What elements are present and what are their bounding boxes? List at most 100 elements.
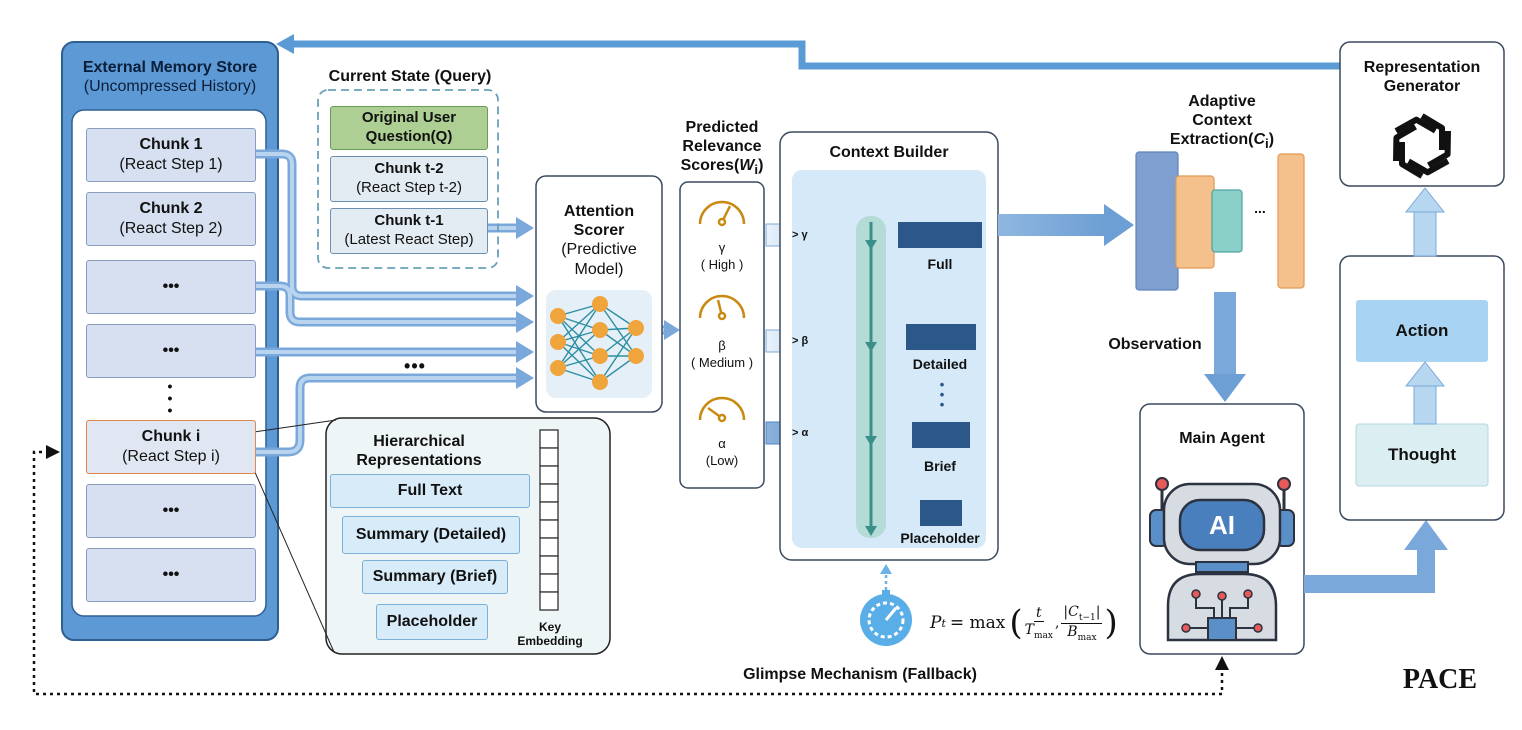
extraction-block-2: [1175, 175, 1215, 269]
memory-title-block: External Memory Store (Uncompressed Hist…: [62, 58, 278, 96]
chunk-ellipsis-2[interactable]: •••: [86, 324, 256, 378]
rep-summary-detailed[interactable]: Summary (Detailed): [342, 516, 520, 554]
gauge-low-symbol: α: [718, 436, 726, 451]
chunk-title: Chunk 2: [139, 200, 203, 217]
formula-lhs: P: [930, 613, 942, 633]
formula-eq: = max: [949, 613, 1006, 633]
memory-title: External Memory Store: [82, 59, 258, 76]
formula-den2: B: [1067, 623, 1078, 640]
scorer-sub-2: Model): [574, 260, 624, 278]
state-original-question[interactable]: Original User Question(Q): [330, 106, 488, 150]
gauge-low-text: (Low): [705, 452, 739, 468]
attention-scorer-label: Attention Scorer (Predictive Model): [536, 202, 662, 279]
formula-den2-sub: max: [1077, 632, 1097, 643]
current-state-group: [317, 89, 499, 269]
chunk-ellipsis-3[interactable]: •••: [86, 484, 256, 538]
formula-paren-close: ): [1104, 603, 1118, 643]
adaptive-title-3: Extraction(Ci): [1170, 130, 1274, 152]
tier-bar-brief: [912, 422, 970, 448]
hierarchical-title-1: Hierarchical: [373, 433, 465, 450]
context-builder-panel: [792, 170, 986, 548]
arrow-agent-to-reasoning: [1304, 520, 1448, 593]
main-agent-title: Main Agent: [1179, 430, 1265, 447]
observation-label: Observation: [1108, 336, 1202, 353]
tier-bar-placeholder: [920, 500, 962, 526]
chunk-title: •••: [162, 278, 180, 295]
pipeline-arrowheads: [865, 240, 877, 536]
memory-subtitle: (Uncompressed History): [83, 78, 257, 96]
extraction-dots: ...: [1254, 200, 1266, 216]
glimpse-arrowhead-left: [46, 445, 60, 459]
adaptive-close: ): [1268, 131, 1275, 149]
adaptive-symbol: C: [1253, 131, 1266, 149]
gauge-high-symbol: γ: [718, 240, 726, 255]
scorer-title: Attention: [563, 203, 635, 220]
context-builder-title: Context Builder: [829, 144, 949, 161]
formula-num1: t: [1033, 605, 1044, 623]
tier-label-full: Full: [927, 256, 953, 272]
gauge-high-text: ( High ): [700, 256, 744, 272]
key-embedding-label: Key Embedding: [510, 620, 590, 649]
hierarchical-title: Hierarchical Representations: [344, 432, 494, 470]
extraction-block-4: [1277, 153, 1305, 289]
rep-full-text[interactable]: Full Text: [330, 474, 530, 508]
thought-label[interactable]: Thought: [1388, 445, 1456, 464]
formula-den1: T: [1024, 622, 1034, 639]
state-sub: Question(Q): [365, 128, 453, 145]
pipe-arrowheads: [516, 217, 680, 389]
chunk-1[interactable]: Chunk 1 (React Step 1): [86, 128, 256, 182]
relevance-title: Predicted Relevance Scores(Wi): [660, 118, 784, 179]
gauge-high-label: γ ( High ): [680, 240, 764, 274]
chunk-ellipsis-4[interactable]: •••: [86, 548, 256, 602]
scorer-title-2: Scorer: [573, 222, 625, 240]
scorer-sub: (Predictive: [561, 241, 637, 259]
relevance-title-3: Scores(Wi): [681, 156, 764, 178]
chunk-sub: (React Step 2): [119, 220, 223, 237]
chunk-pipes-core: [254, 152, 666, 454]
chunk-2[interactable]: Chunk 2 (React Step 2): [86, 192, 256, 246]
relevance-close: ): [758, 157, 764, 175]
relevance-subscript: i: [754, 162, 759, 178]
brand-label: PACE: [1402, 664, 1478, 695]
action-label[interactable]: Action: [1395, 321, 1449, 340]
relevance-title-1: Predicted: [685, 119, 759, 136]
gauge-icon-medium: [698, 294, 746, 321]
generator-title-2: Generator: [1383, 78, 1461, 96]
formula-num2-sub: t−1: [1078, 612, 1096, 623]
state-title: Chunk t-1: [374, 212, 444, 230]
generator-title-1: Representation: [1363, 59, 1481, 76]
arrow-builder-to-extraction: [998, 204, 1134, 246]
current-state-title: Current State (Query): [328, 68, 492, 85]
formula-lhs-sub: t: [941, 616, 946, 630]
key-embedding-2: Embedding: [517, 634, 583, 649]
rep-placeholder[interactable]: Placeholder: [376, 604, 488, 640]
vertical-dots: • • •: [167, 378, 173, 418]
state-sub: (React Step t-2): [356, 179, 462, 196]
chunk-sub: (React Step i): [122, 448, 220, 465]
zoom-line-top: [253, 419, 337, 433]
gauge-medium-text: ( Medium ): [690, 354, 754, 370]
tier-bar-detailed: [906, 324, 976, 350]
action-box: [1356, 300, 1488, 362]
formula-frac-2: |Ct−1| Bmax: [1061, 603, 1103, 643]
chunk-i[interactable]: Chunk i (React Step i): [86, 420, 256, 474]
formula-den1-sub: max: [1033, 630, 1053, 641]
tier-bar-full: [898, 222, 982, 248]
representation-generator-title: Representation Generator: [1340, 58, 1504, 96]
chunk-title: Chunk 1: [139, 136, 203, 153]
state-chunk-t-2[interactable]: Chunk t-2 (React Step t-2): [330, 156, 488, 202]
threshold-medium: > β: [792, 335, 809, 347]
formula-paren-open: (: [1009, 603, 1023, 643]
threshold-high: > γ: [792, 229, 808, 241]
state-chunk-t-1[interactable]: Chunk t-1 (Latest React Step): [330, 208, 488, 254]
relevance-title-prefix: Scores(: [680, 157, 740, 175]
adaptive-extraction-title: Adaptive Context Extraction(Ci): [1160, 92, 1284, 153]
relevance-symbol: W: [739, 157, 755, 175]
chunk-ellipsis-1[interactable]: •••: [86, 260, 256, 314]
rep-summary-brief[interactable]: Summary (Brief): [362, 560, 508, 594]
tier-dots: • • •: [939, 377, 945, 412]
key-embedding-1: Key: [538, 620, 561, 634]
formula-num2-close: |: [1095, 603, 1101, 620]
glimpse-label: Glimpse Mechanism (Fallback): [743, 666, 977, 683]
